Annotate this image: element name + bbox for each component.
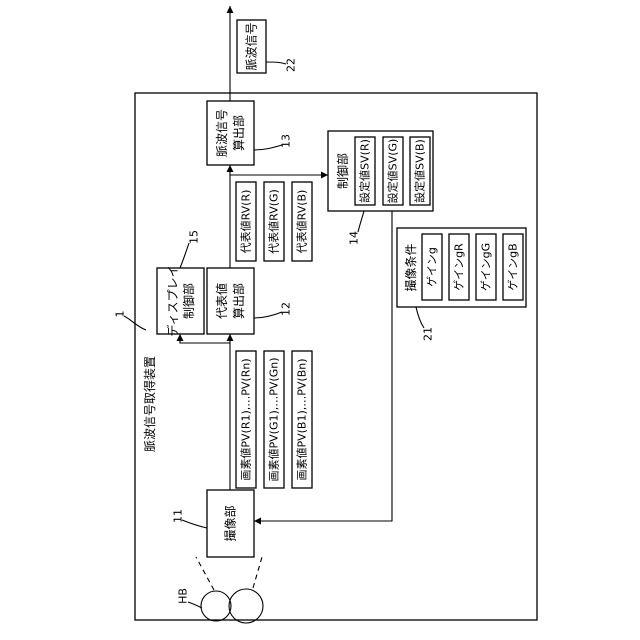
heartbeat-body [229,589,263,623]
view-line-left [196,557,214,590]
gain-label: ゲインg [426,247,439,287]
settings-group: 設定値SV(R) 設定値SV(G) 設定値SV(B) [355,137,430,205]
imaging-leader [182,520,207,528]
rep-values-group: 代表値RV(R) 代表値RV(G) 代表値RV(B) [236,182,312,261]
heartbeat-leader [188,602,202,608]
rep-calc-line1: 代表値 [214,283,229,319]
heartbeat-label: HB [177,588,190,604]
display-box [157,268,204,334]
rep-calc-ref: 12 [280,302,293,316]
arrow-pulse-output [227,6,234,13]
display-line2: 制御部 [181,283,196,319]
pulse-calc-line1: 脈波信号 [215,109,229,157]
setting-label: 設定値SV(B) [413,139,427,203]
pulse-signal-label: 脈波信号 [245,22,259,70]
view-line-right [253,557,262,588]
conditions-title: 撮像条件 [404,243,418,291]
gain-label: ゲインgR [453,243,466,291]
display-ref: 15 [188,230,201,244]
pulse-calc-leader [254,145,282,150]
rep-calc-line2: 算出部 [231,283,246,319]
control-title: 制御部 [335,153,350,189]
pixel-values-group: 画素値PV(R1),…PV(Rn) 画素値PV(G1),…PV(Gn) 画素値P… [236,351,312,488]
pulse-calc-ref: 13 [280,134,293,148]
pulse-signal-leader [266,62,286,64]
rep-value-label: 代表値RV(B) [295,190,309,254]
control-ref: 14 [348,231,361,245]
display-line1: ディスプレイ [165,265,180,336]
pixel-value-label: 画素値PV(G1),…PV(Gn) [268,358,281,482]
setting-label: 設定値SV(G) [386,139,400,204]
conditions-ref: 21 [422,327,435,341]
rep-value-label: 代表値RV(G) [267,189,281,254]
arrow-imaging-to-repcalc [227,334,234,341]
rep-calc-leader [254,312,282,318]
pulse-signal-ref: 22 [285,58,298,72]
arrow-repcalc-to-pulsecalc [227,165,234,172]
pulse-calc-line2: 算出部 [231,115,246,151]
imaging-ref: 11 [172,509,185,523]
arrow-control-to-imaging [254,518,261,525]
gain-label: ゲインgG [480,243,493,291]
device-title: 脈波信号取得装置 [142,356,157,452]
setting-label: 設定値SV(R) [358,139,372,203]
imaging-label: 撮像部 [223,505,238,541]
control-leader [358,211,364,232]
rep-value-label: 代表値RV(R) [239,190,253,254]
link-to-display [180,334,230,343]
display-leader [180,243,189,268]
arrow-to-control [321,172,328,179]
heartbeat-head [201,591,231,621]
conditions-leader [416,307,424,328]
pixel-value-label: 画素値PV(B1),…PV(Bn) [296,358,309,480]
gain-label: ゲインgB [507,243,520,290]
pixel-value-label: 画素値PV(R1),…PV(Rn) [240,358,253,480]
